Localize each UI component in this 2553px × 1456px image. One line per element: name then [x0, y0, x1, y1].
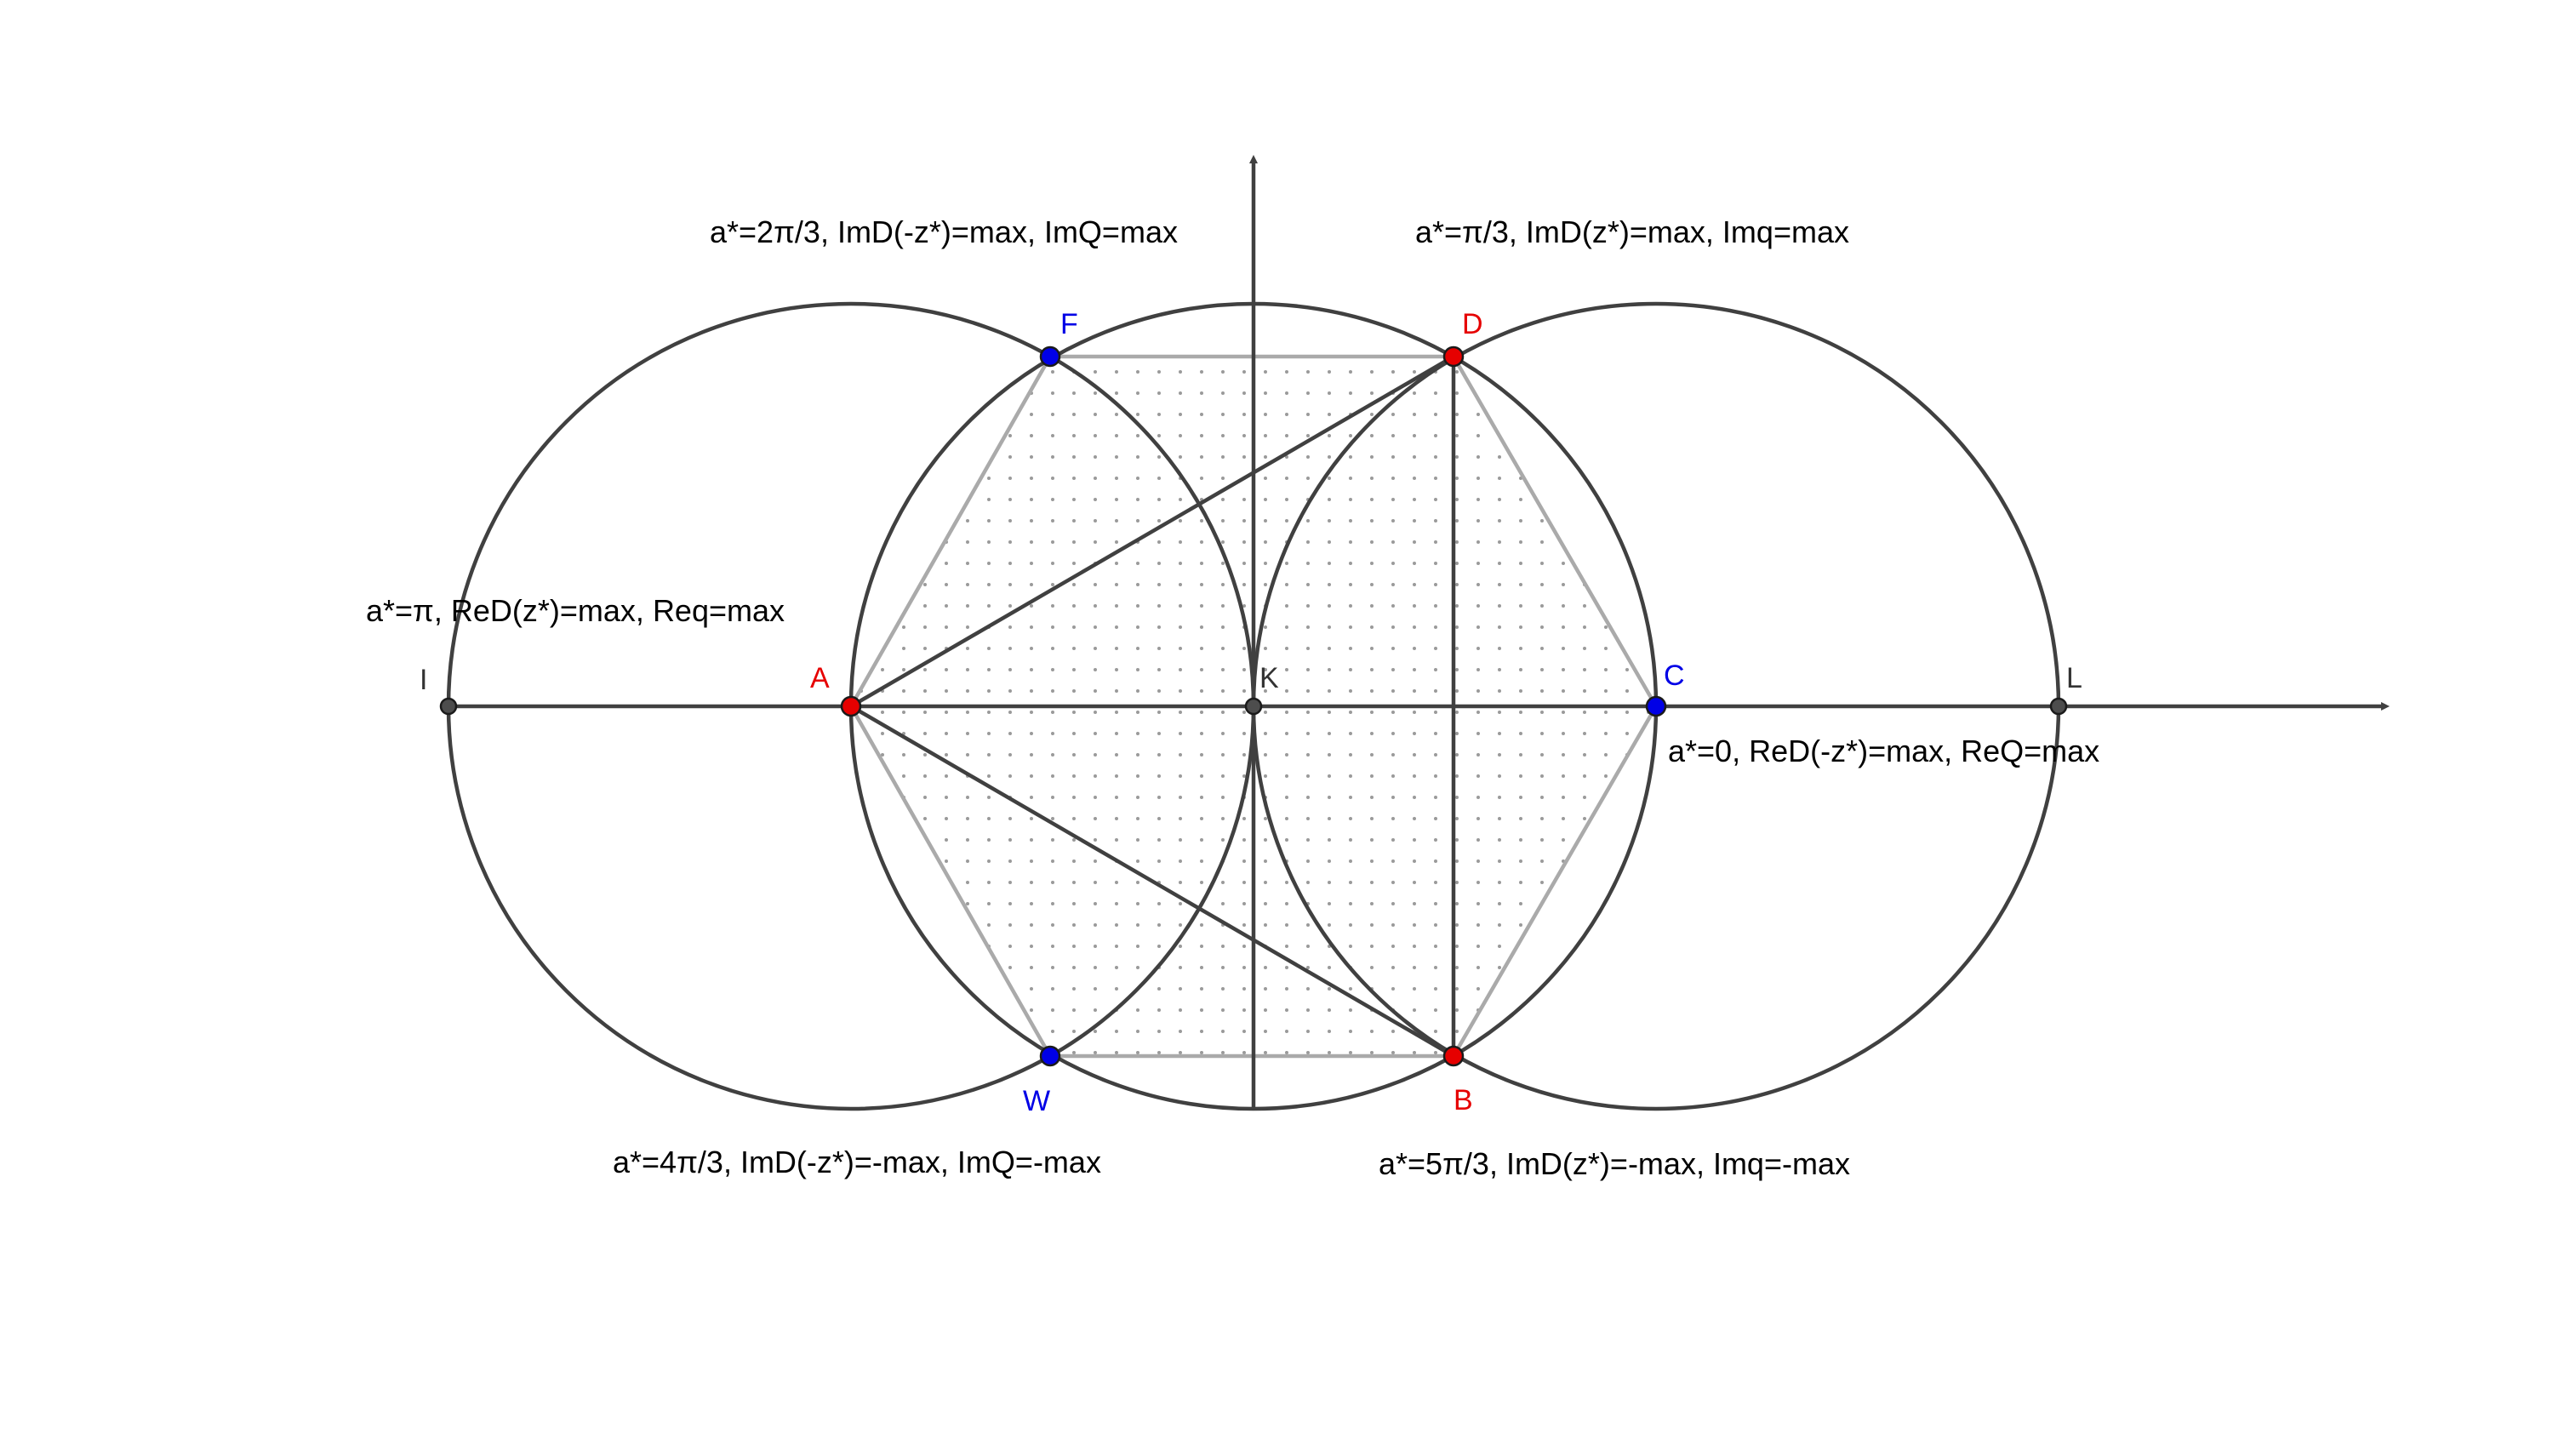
annotation-bottom-left: a*=4π/3, ImD(-z*)=-max, ImQ=-max	[613, 1145, 1101, 1179]
annotation-bottom-right: a*=5π/3, ImD(z*)=-max, Imq=-max	[1379, 1146, 1850, 1181]
annotation-mid-right: a*=0, ReD(-z*)=max, ReQ=max	[1668, 734, 2099, 768]
label-b: B	[1454, 1084, 1473, 1116]
label-w: W	[1023, 1085, 1050, 1117]
point-l	[2049, 697, 2068, 716]
label-i: I	[420, 664, 427, 696]
label-d: D	[1462, 308, 1483, 340]
point-i	[439, 697, 458, 716]
annotation-top-right: a*=π/3, ImD(z*)=max, Imq=max	[1415, 214, 1849, 249]
point-d	[1442, 345, 1465, 368]
label-f: F	[1060, 308, 1078, 340]
segment-a-d	[849, 355, 1455, 708]
point-f	[1039, 345, 1061, 368]
label-k: K	[1259, 662, 1279, 694]
point-a	[840, 695, 862, 717]
label-l: L	[2066, 662, 2082, 694]
annotation-mid-left: a*=π, ReD(z*)=max, Req=max	[366, 593, 785, 628]
annotation-top-left: a*=2π/3, ImD(-z*)=max, ImQ=max	[710, 214, 1178, 249]
point-b	[1442, 1045, 1465, 1067]
point-k	[1244, 697, 1263, 716]
point-w	[1039, 1045, 1061, 1067]
point-c	[1645, 695, 1667, 717]
label-c: C	[1664, 659, 1685, 692]
segment-a-b	[849, 705, 1455, 1058]
label-a: A	[810, 662, 830, 694]
